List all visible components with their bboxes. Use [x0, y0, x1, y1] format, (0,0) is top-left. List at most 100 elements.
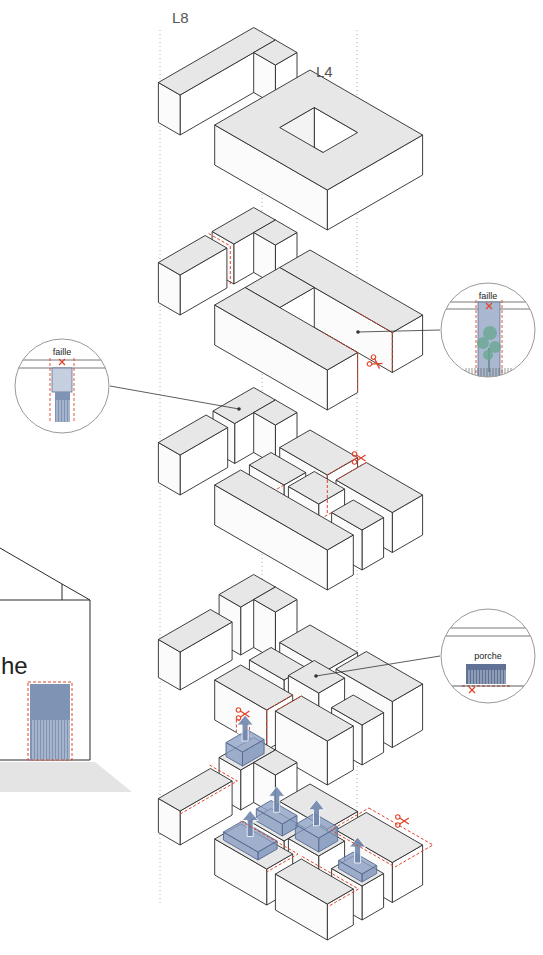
hatch: [472, 368, 473, 378]
hatch: [466, 368, 467, 378]
cut-line: [323, 513, 332, 518]
leader-dot: [356, 330, 360, 334]
cut-line: [180, 765, 237, 814]
cut-line: [241, 821, 298, 872]
hatch: [51, 720, 52, 760]
hatch: [499, 670, 500, 684]
cut-line: [392, 333, 393, 373]
sketch-line: [440, 628, 536, 629]
cut-line: [331, 808, 433, 867]
callout-illustration: [14, 358, 110, 422]
block-roof: [215, 288, 358, 371]
hatch: [511, 368, 512, 378]
scissors-handle: [352, 460, 356, 464]
cut-line: [323, 333, 358, 353]
callout-circle: porche: [440, 608, 536, 704]
hatch: [472, 670, 473, 684]
scissors-handle: [236, 716, 240, 720]
callout-illustration: [440, 628, 536, 693]
faille-slot: [478, 302, 500, 378]
block-roof: [158, 610, 232, 653]
cut-mark: [486, 303, 492, 309]
hatch: [54, 720, 55, 760]
scissors-handle: [236, 708, 240, 712]
porch-opening: [30, 684, 70, 760]
hatch: [36, 720, 37, 760]
block-roof: [288, 472, 344, 505]
scissors-handle: [366, 361, 372, 367]
hatch: [63, 720, 64, 760]
scissors-handle: [352, 452, 356, 456]
extrusion-arrow: [242, 811, 258, 837]
tree-crown: [477, 337, 489, 349]
callout-circle: faille: [14, 338, 110, 434]
extrusion-arrow: [350, 837, 366, 863]
sketch-line: [502, 300, 503, 378]
hatch: [66, 400, 67, 422]
block-roof: [158, 415, 227, 455]
house-outline: [62, 584, 63, 600]
block-roof: [215, 470, 354, 550]
callout-ring: [441, 609, 535, 703]
cut-mark: [469, 687, 475, 693]
sketch-line: [440, 636, 536, 637]
extrusion-arrow: [269, 786, 285, 812]
block-roof: [254, 587, 297, 612]
block-roof: [215, 70, 423, 190]
callout-label: faille: [14, 347, 110, 358]
block-roof: [288, 661, 344, 694]
faille-slot: [52, 368, 72, 392]
cut-line: [358, 313, 393, 333]
hatch: [484, 670, 485, 684]
block-roof: [332, 500, 384, 530]
cut-line: [327, 458, 357, 516]
leader-dot: [314, 674, 318, 678]
callout-label: faille: [440, 291, 536, 302]
porch-opening: [466, 664, 506, 684]
scissors-blade: [372, 359, 383, 369]
leader-line: [358, 330, 440, 332]
callout-background: [440, 282, 536, 378]
hatch: [490, 670, 491, 684]
hatch: [60, 720, 61, 760]
house-fragment: [0, 548, 132, 792]
scissors-blade: [356, 455, 365, 461]
house-outline: [0, 600, 90, 601]
massing-stage: [158, 28, 422, 231]
sketch-line: [440, 378, 536, 379]
sketch-line: [440, 686, 536, 687]
hatch: [505, 368, 506, 378]
hatch: [487, 670, 488, 684]
caption-fragment: he: [1, 654, 28, 678]
massing-stage: [158, 208, 422, 411]
cut-line: [267, 695, 293, 750]
hatch: [57, 400, 58, 422]
cut-mark: [486, 303, 492, 309]
callout-background: [440, 608, 536, 704]
hatch: [33, 720, 34, 760]
block-roof: [275, 696, 353, 741]
hatch: [66, 720, 67, 760]
cut-line: [275, 485, 284, 490]
sketch-line: [14, 360, 110, 361]
cut-line: [275, 696, 301, 711]
scissors-blade: [372, 359, 383, 369]
leader-line: [316, 656, 440, 676]
block-roof: [158, 236, 227, 276]
hatch: [69, 400, 70, 422]
hatch: [502, 670, 503, 684]
block-roof: [215, 665, 293, 710]
scissors-blade: [400, 818, 409, 824]
hatch: [42, 720, 43, 760]
hatch: [69, 720, 70, 760]
hatch: [496, 670, 497, 684]
cut-mark: [469, 687, 475, 693]
hatch: [502, 368, 503, 378]
level-label: L8: [172, 10, 189, 25]
faille-slot: [55, 392, 70, 422]
scissors-blade: [356, 455, 365, 461]
hatch: [505, 670, 506, 684]
callout-ring: [15, 339, 109, 433]
